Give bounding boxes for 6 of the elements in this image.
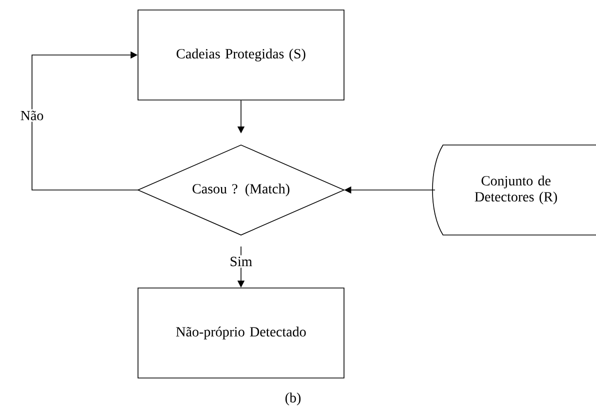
arrow bbox=[32, 51, 138, 190]
caption: (b) bbox=[285, 392, 301, 406]
edge-label: Sim bbox=[228, 255, 254, 268]
process-box: Cadeias Protegidas (S) bbox=[138, 10, 344, 100]
edge-label: Não bbox=[18, 109, 46, 122]
process-box: Não-próprio Detectado bbox=[138, 288, 344, 378]
